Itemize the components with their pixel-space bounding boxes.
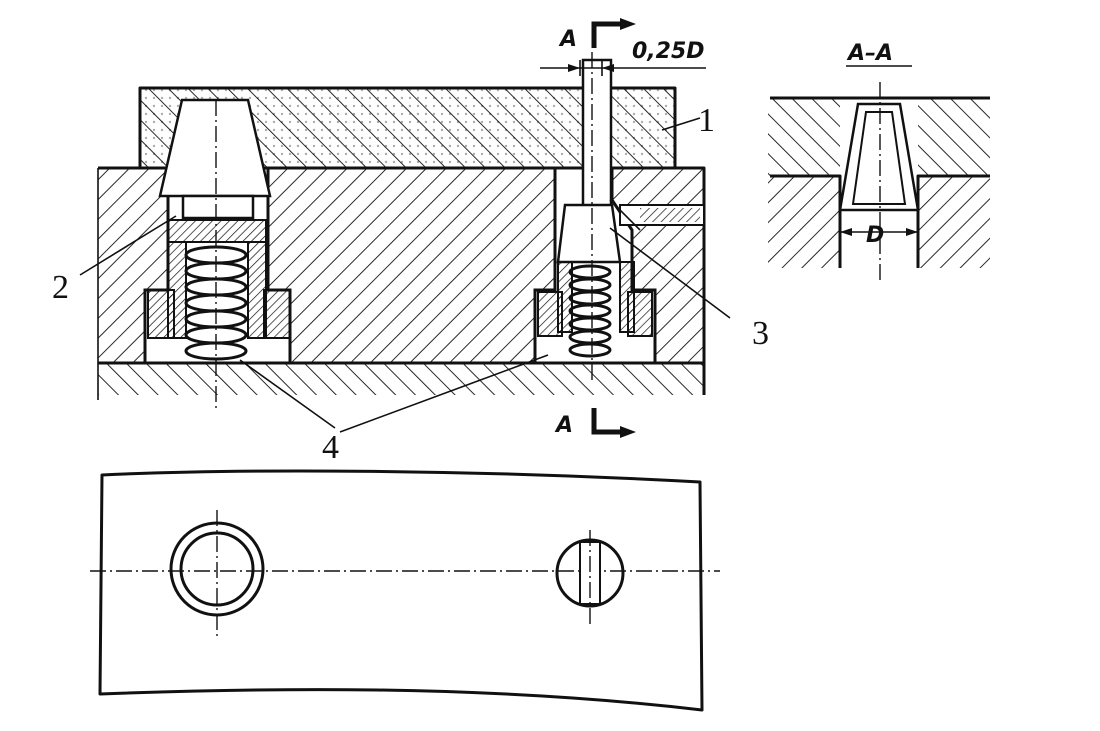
dimension-offset [540, 60, 706, 76]
label-dimension-diameter: D [866, 223, 884, 248]
label-part-4: 4 [322, 429, 339, 466]
plunger-right [537, 58, 705, 358]
pin-hole-right [555, 530, 625, 625]
label-part-3: 3 [752, 315, 769, 352]
main-section-view: 1 2 3 4 A A 0,25D [52, 18, 769, 466]
label-section-view: A–A [846, 41, 893, 66]
section-arrow-top [591, 18, 636, 48]
label-part-1: 1 [698, 102, 715, 139]
spring-right [568, 264, 612, 358]
label-dimension-offset: 0,25D [632, 39, 705, 64]
pin-hole-left [169, 510, 265, 640]
section-arrow-bottom [591, 408, 636, 438]
bottom-plate [98, 361, 704, 395]
label-section-top: A [558, 27, 577, 52]
section-a-a-view: D A–A [768, 41, 990, 280]
tapered-pin-left [147, 98, 291, 361]
side-screw [609, 199, 705, 231]
plan-view [90, 469, 720, 712]
label-section-bottom: A [554, 413, 573, 438]
label-part-2: 2 [52, 269, 69, 306]
